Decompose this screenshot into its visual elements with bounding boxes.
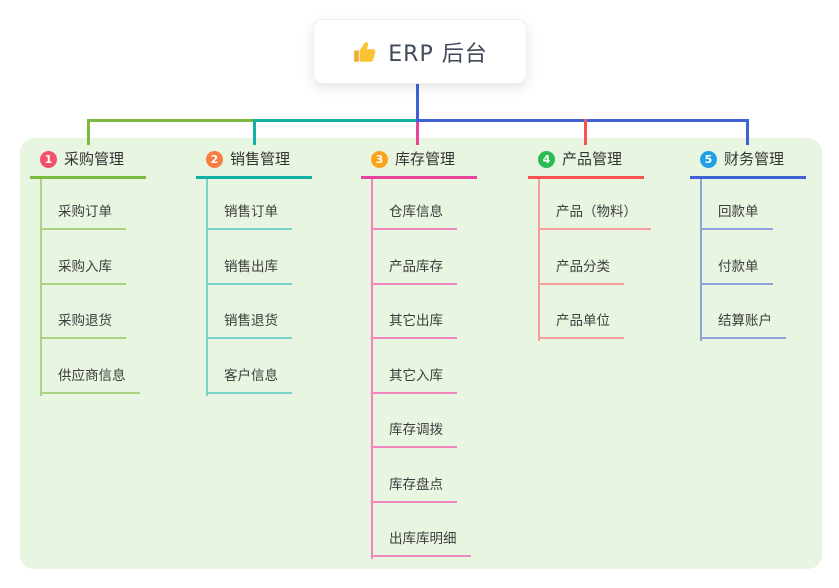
root-node[interactable]: ERP 后台 xyxy=(313,19,527,84)
branch-badge-5: 5 xyxy=(700,151,717,168)
child-node[interactable]: 回款单 xyxy=(700,203,773,230)
connector-drop-branch-2 xyxy=(253,119,256,145)
child-node[interactable]: 产品分类 xyxy=(538,258,624,285)
branch-badge-2: 2 xyxy=(206,151,223,168)
child-node[interactable]: 其它入库 xyxy=(371,367,457,394)
connector-drop-branch-5 xyxy=(746,119,749,145)
branch-spine-3 xyxy=(371,179,373,559)
child-node[interactable]: 库存盘点 xyxy=(371,476,457,503)
branch-node-2[interactable]: 2 销售管理 xyxy=(196,150,313,179)
branch-title: 产品管理 xyxy=(562,150,623,168)
child-node[interactable]: 供应商信息 xyxy=(40,367,140,394)
branch-badge-4: 4 xyxy=(538,151,555,168)
branch-title: 库存管理 xyxy=(395,150,456,168)
child-node[interactable]: 仓库信息 xyxy=(371,203,457,230)
connector-bus-branch-2 xyxy=(253,119,419,122)
branch-badge-1: 1 xyxy=(40,151,57,168)
branch-title: 财务管理 xyxy=(724,150,785,168)
branch-title: 采购管理 xyxy=(64,150,125,168)
child-node[interactable]: 结算账户 xyxy=(700,312,786,339)
branch-node-4[interactable]: 4 产品管理 xyxy=(528,150,645,179)
child-node[interactable]: 付款单 xyxy=(700,258,773,285)
branches-panel xyxy=(20,138,822,569)
child-node[interactable]: 采购退货 xyxy=(40,312,126,339)
thumbs-up-icon xyxy=(352,39,378,65)
branch-title: 销售管理 xyxy=(230,150,291,168)
connector-drop-branch-3 xyxy=(416,119,419,145)
branch-node-3[interactable]: 3 库存管理 xyxy=(361,150,478,179)
branch-badge-3: 3 xyxy=(371,151,388,168)
branch-spine-4 xyxy=(538,179,540,341)
connector-bus-branch-5 xyxy=(416,119,749,122)
branch-spine-2 xyxy=(206,179,208,396)
branch-node-5[interactable]: 5 财务管理 xyxy=(690,150,807,179)
child-node[interactable]: 销售订单 xyxy=(206,203,292,230)
root-label: ERP 后台 xyxy=(388,41,488,67)
child-node[interactable]: 产品库存 xyxy=(371,258,457,285)
child-node[interactable]: 产品单位 xyxy=(538,312,624,339)
branch-spine-1 xyxy=(40,179,42,396)
child-node[interactable]: 销售出库 xyxy=(206,258,292,285)
child-node[interactable]: 采购订单 xyxy=(40,203,126,230)
child-node[interactable]: 库存调拨 xyxy=(371,421,457,448)
child-node[interactable]: 出库库明细 xyxy=(371,530,471,557)
child-node[interactable]: 销售退货 xyxy=(206,312,292,339)
branch-node-1[interactable]: 1 采购管理 xyxy=(30,150,147,179)
connector-drop-branch-4 xyxy=(584,119,587,145)
connector-root-stem xyxy=(416,82,419,122)
branch-spine-5 xyxy=(700,179,702,341)
child-node[interactable]: 其它出库 xyxy=(371,312,457,339)
connector-drop-branch-1 xyxy=(87,119,90,145)
child-node[interactable]: 采购入库 xyxy=(40,258,126,285)
child-node[interactable]: 产品（物料） xyxy=(538,203,651,230)
child-node[interactable]: 客户信息 xyxy=(206,367,292,394)
